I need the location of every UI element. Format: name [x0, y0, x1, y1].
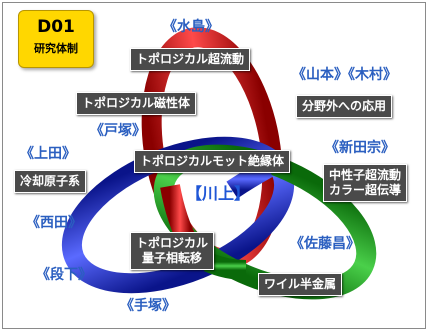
topic-neutron-color: 中性子超流動 カラー超伝導: [323, 164, 408, 202]
topic-neutron-line1: 中性子超流動: [329, 168, 402, 182]
researcher-sato-akira: 《佐藤昌》: [290, 236, 360, 252]
border-frame: [2, 2, 426, 329]
topic-neutron-line2: カラー超伝導: [329, 183, 402, 197]
topic-superfluidity: トポロジカル超流動: [130, 48, 251, 71]
researcher-yamamoto-kimura: 《山本》《木村》: [292, 67, 397, 83]
topic-weyl-semimetal: ワイル半金属: [258, 273, 343, 296]
researcher-nittamune: 《新田宗》: [325, 140, 395, 156]
researcher-tozuka: 《戸塚》: [90, 123, 146, 139]
researcher-ueda: 《上田》: [20, 146, 76, 162]
topic-application: 分野外への応用: [296, 95, 393, 118]
topic-quantum-line2: 量子相転移: [142, 251, 203, 265]
researcher-danshita: 《段下》: [36, 267, 92, 283]
topic-cold-atoms: 冷却原子系: [14, 170, 87, 193]
researcher-tezuka: 《手塚》: [120, 298, 176, 314]
topic-quantum-line1: トポロジカル: [136, 236, 209, 250]
group-badge: D01 研究体制: [18, 10, 94, 68]
researcher-mizushima: 《水島》: [163, 19, 219, 35]
center-leader: 【川上】: [186, 184, 251, 203]
group-subtitle: 研究体制: [34, 42, 78, 55]
researcher-nishida: 《西田》: [26, 215, 82, 231]
topic-mott-insulator: トポロジカルモット絶縁体: [134, 150, 291, 173]
group-code: D01: [37, 17, 75, 37]
topic-magnet: トポロジカル磁性体: [76, 92, 197, 115]
topic-quantum-transition: トポロジカル 量子相転移: [130, 232, 215, 270]
